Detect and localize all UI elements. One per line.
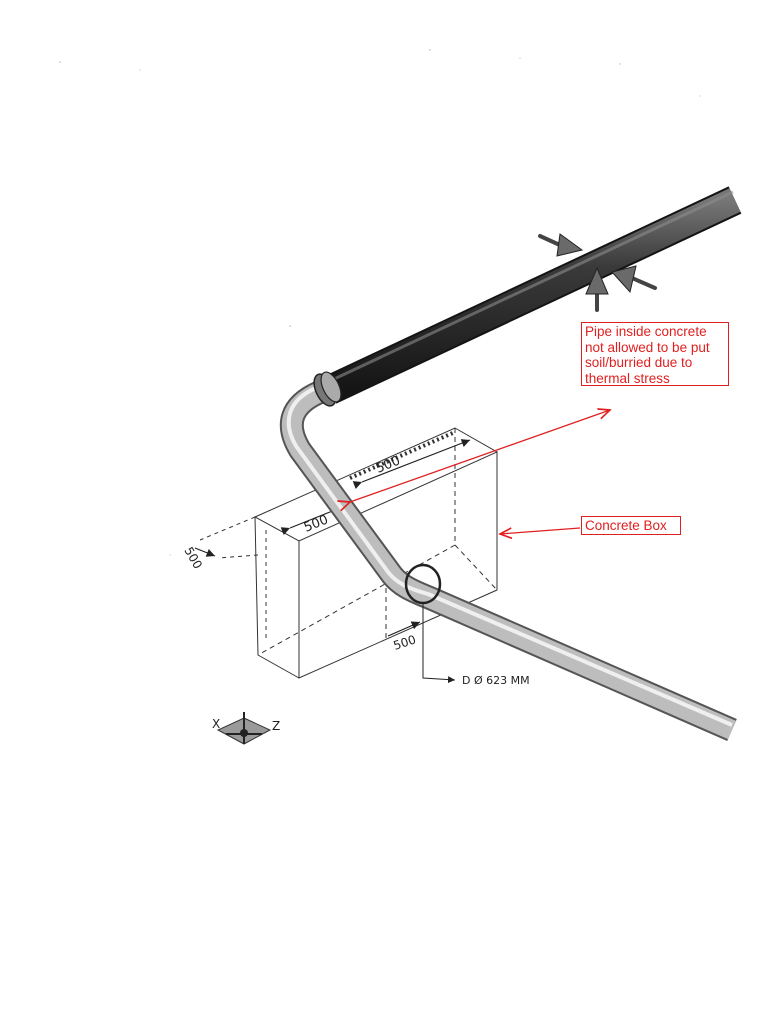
axis-triad-icon — [216, 712, 272, 745]
axis-x-label: X — [212, 717, 220, 731]
dim-bottom: 500 — [392, 632, 418, 652]
dim-diameter: D Ø 623 MM — [462, 674, 530, 687]
dim-top-length: 500 — [374, 454, 403, 477]
dim-top-width: 500 — [302, 513, 331, 536]
force-arrow-icon — [538, 233, 584, 257]
pipe-diameter-ring — [404, 563, 442, 605]
pipe-flange — [313, 371, 342, 407]
concrete-box-label: Concrete Box — [581, 516, 681, 535]
force-arrow-icon — [585, 266, 609, 312]
pipe-lower — [279, 380, 737, 741]
diameter-leader — [422, 604, 456, 684]
pipe-note-callout: Pipe inside concrete not allowed to be p… — [581, 322, 729, 386]
scan-noise — [59, 49, 701, 556]
annotation-arrows — [350, 410, 610, 534]
dim-depth: 500 — [181, 545, 205, 572]
axis-z-label: Z — [272, 719, 280, 733]
pipe-upper — [323, 186, 742, 404]
force-arrow-icon — [611, 265, 657, 294]
